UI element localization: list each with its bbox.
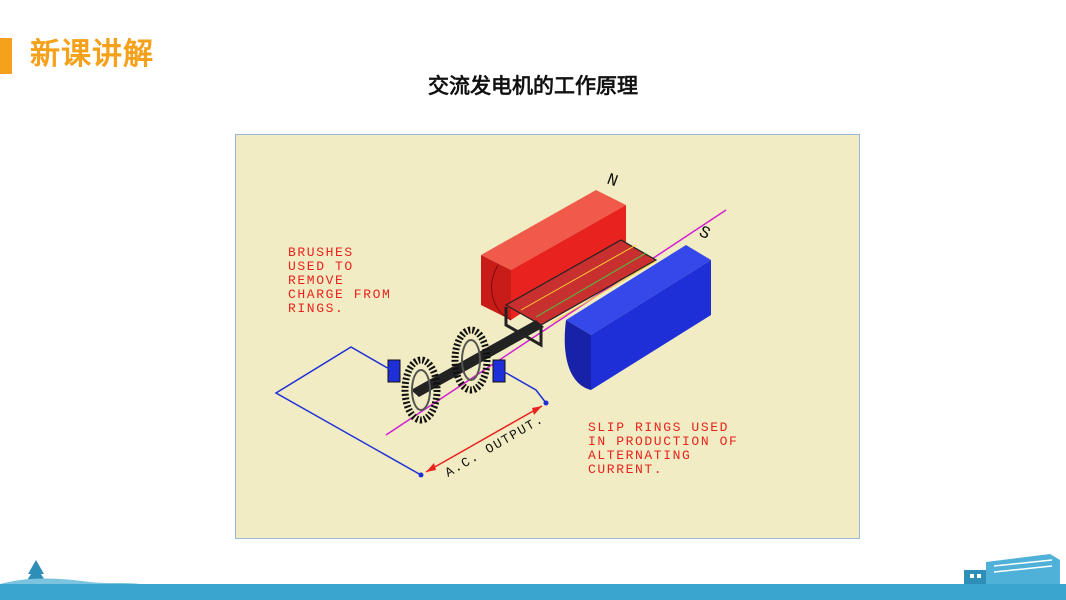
building-decoration [964,554,1060,586]
slip-rings-caption-line: CURRENT. [588,462,663,477]
south-label: S [695,223,712,245]
generator-illustration: N S BRUSHES USED TO REMOVE CHARGE FROM R… [274,171,738,481]
output-arrow [425,405,543,473]
slip-ring-right [451,326,491,394]
brush-right [492,359,506,383]
brushes-caption-line: REMOVE [288,273,344,288]
rotation-axis [385,209,727,436]
accent-bar [0,38,12,74]
brushes-caption-line: USED TO [288,259,354,274]
brushes-caption-line: CHARGE FROM [288,287,391,302]
slip-ring-left [401,356,441,424]
slide-title: 交流发电机的工作原理 [428,74,638,98]
armature-coil [504,239,658,348]
brush-left [387,359,401,383]
south-magnet [564,245,711,390]
section-title: 新课讲解 [30,37,154,72]
circuit-wire-right [500,369,547,404]
slip-rings-caption: SLIP RINGS USED IN PRODUCTION OF ALTERNA… [588,420,738,477]
brushes-caption: BRUSHES USED TO REMOVE CHARGE FROM RINGS… [288,245,391,316]
brushes-caption-line: RINGS. [288,301,344,316]
slip-rings-caption-line: SLIP RINGS USED [588,420,729,435]
slip-rings-caption-line: IN PRODUCTION OF [588,434,738,449]
circuit-wire-left [274,346,422,476]
footer-band [0,584,1066,600]
tree-landscape-decoration [0,560,140,586]
brushes-caption-line: BRUSHES [288,245,354,260]
ac-output-label: A.C. OUTPUT. [443,412,547,481]
slip-rings-caption-line: ALTERNATING [588,448,691,463]
north-label: N [604,171,620,192]
generator-diagram: N S BRUSHES USED TO REMOVE CHARGE FROM R… [235,134,860,539]
